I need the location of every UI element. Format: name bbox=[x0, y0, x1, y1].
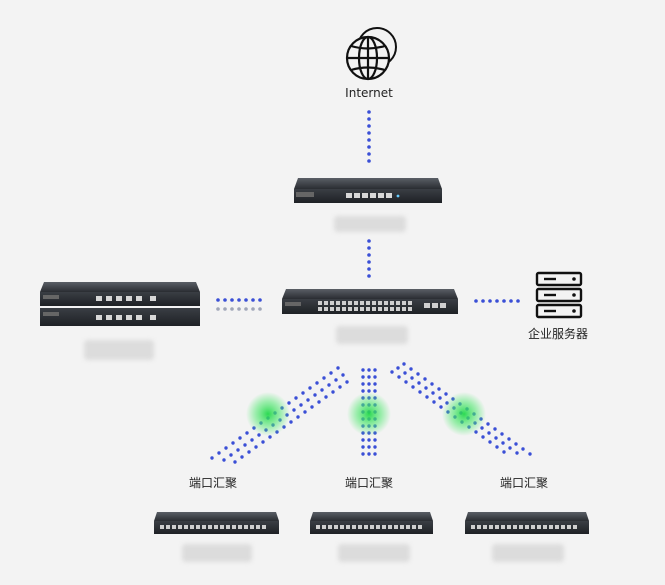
access-switch-right bbox=[465, 512, 589, 534]
link-label-right: 端口汇聚 bbox=[499, 476, 549, 490]
controller-device-bottom bbox=[40, 308, 200, 326]
link-core-switch-server bbox=[474, 299, 520, 303]
controller-device-top bbox=[40, 282, 200, 306]
router-device bbox=[294, 178, 442, 203]
router-label-blurred bbox=[334, 216, 406, 232]
link-router-core-switch bbox=[367, 239, 371, 278]
link-label-center: 端口汇聚 bbox=[344, 476, 394, 490]
core-switch-device bbox=[282, 289, 458, 314]
link-core-switch-controllers bbox=[216, 298, 262, 311]
access-switch-left bbox=[154, 512, 279, 534]
link-label-left: 端口汇聚 bbox=[188, 476, 238, 490]
access-switch-left-label-blurred bbox=[182, 544, 252, 562]
core-switch-label-blurred bbox=[336, 326, 408, 344]
access-switch-center bbox=[310, 512, 433, 534]
server-label: 企业服务器 bbox=[527, 327, 589, 341]
access-switch-right-label-blurred bbox=[492, 544, 564, 562]
internet-label: Internet bbox=[345, 86, 393, 100]
aggregation-glows bbox=[246, 392, 486, 436]
globe-icon bbox=[345, 27, 397, 81]
controller-label-blurred bbox=[84, 340, 154, 360]
server-icon bbox=[535, 271, 583, 319]
link-internet-router bbox=[367, 110, 371, 163]
access-switch-center-label-blurred bbox=[338, 544, 410, 562]
